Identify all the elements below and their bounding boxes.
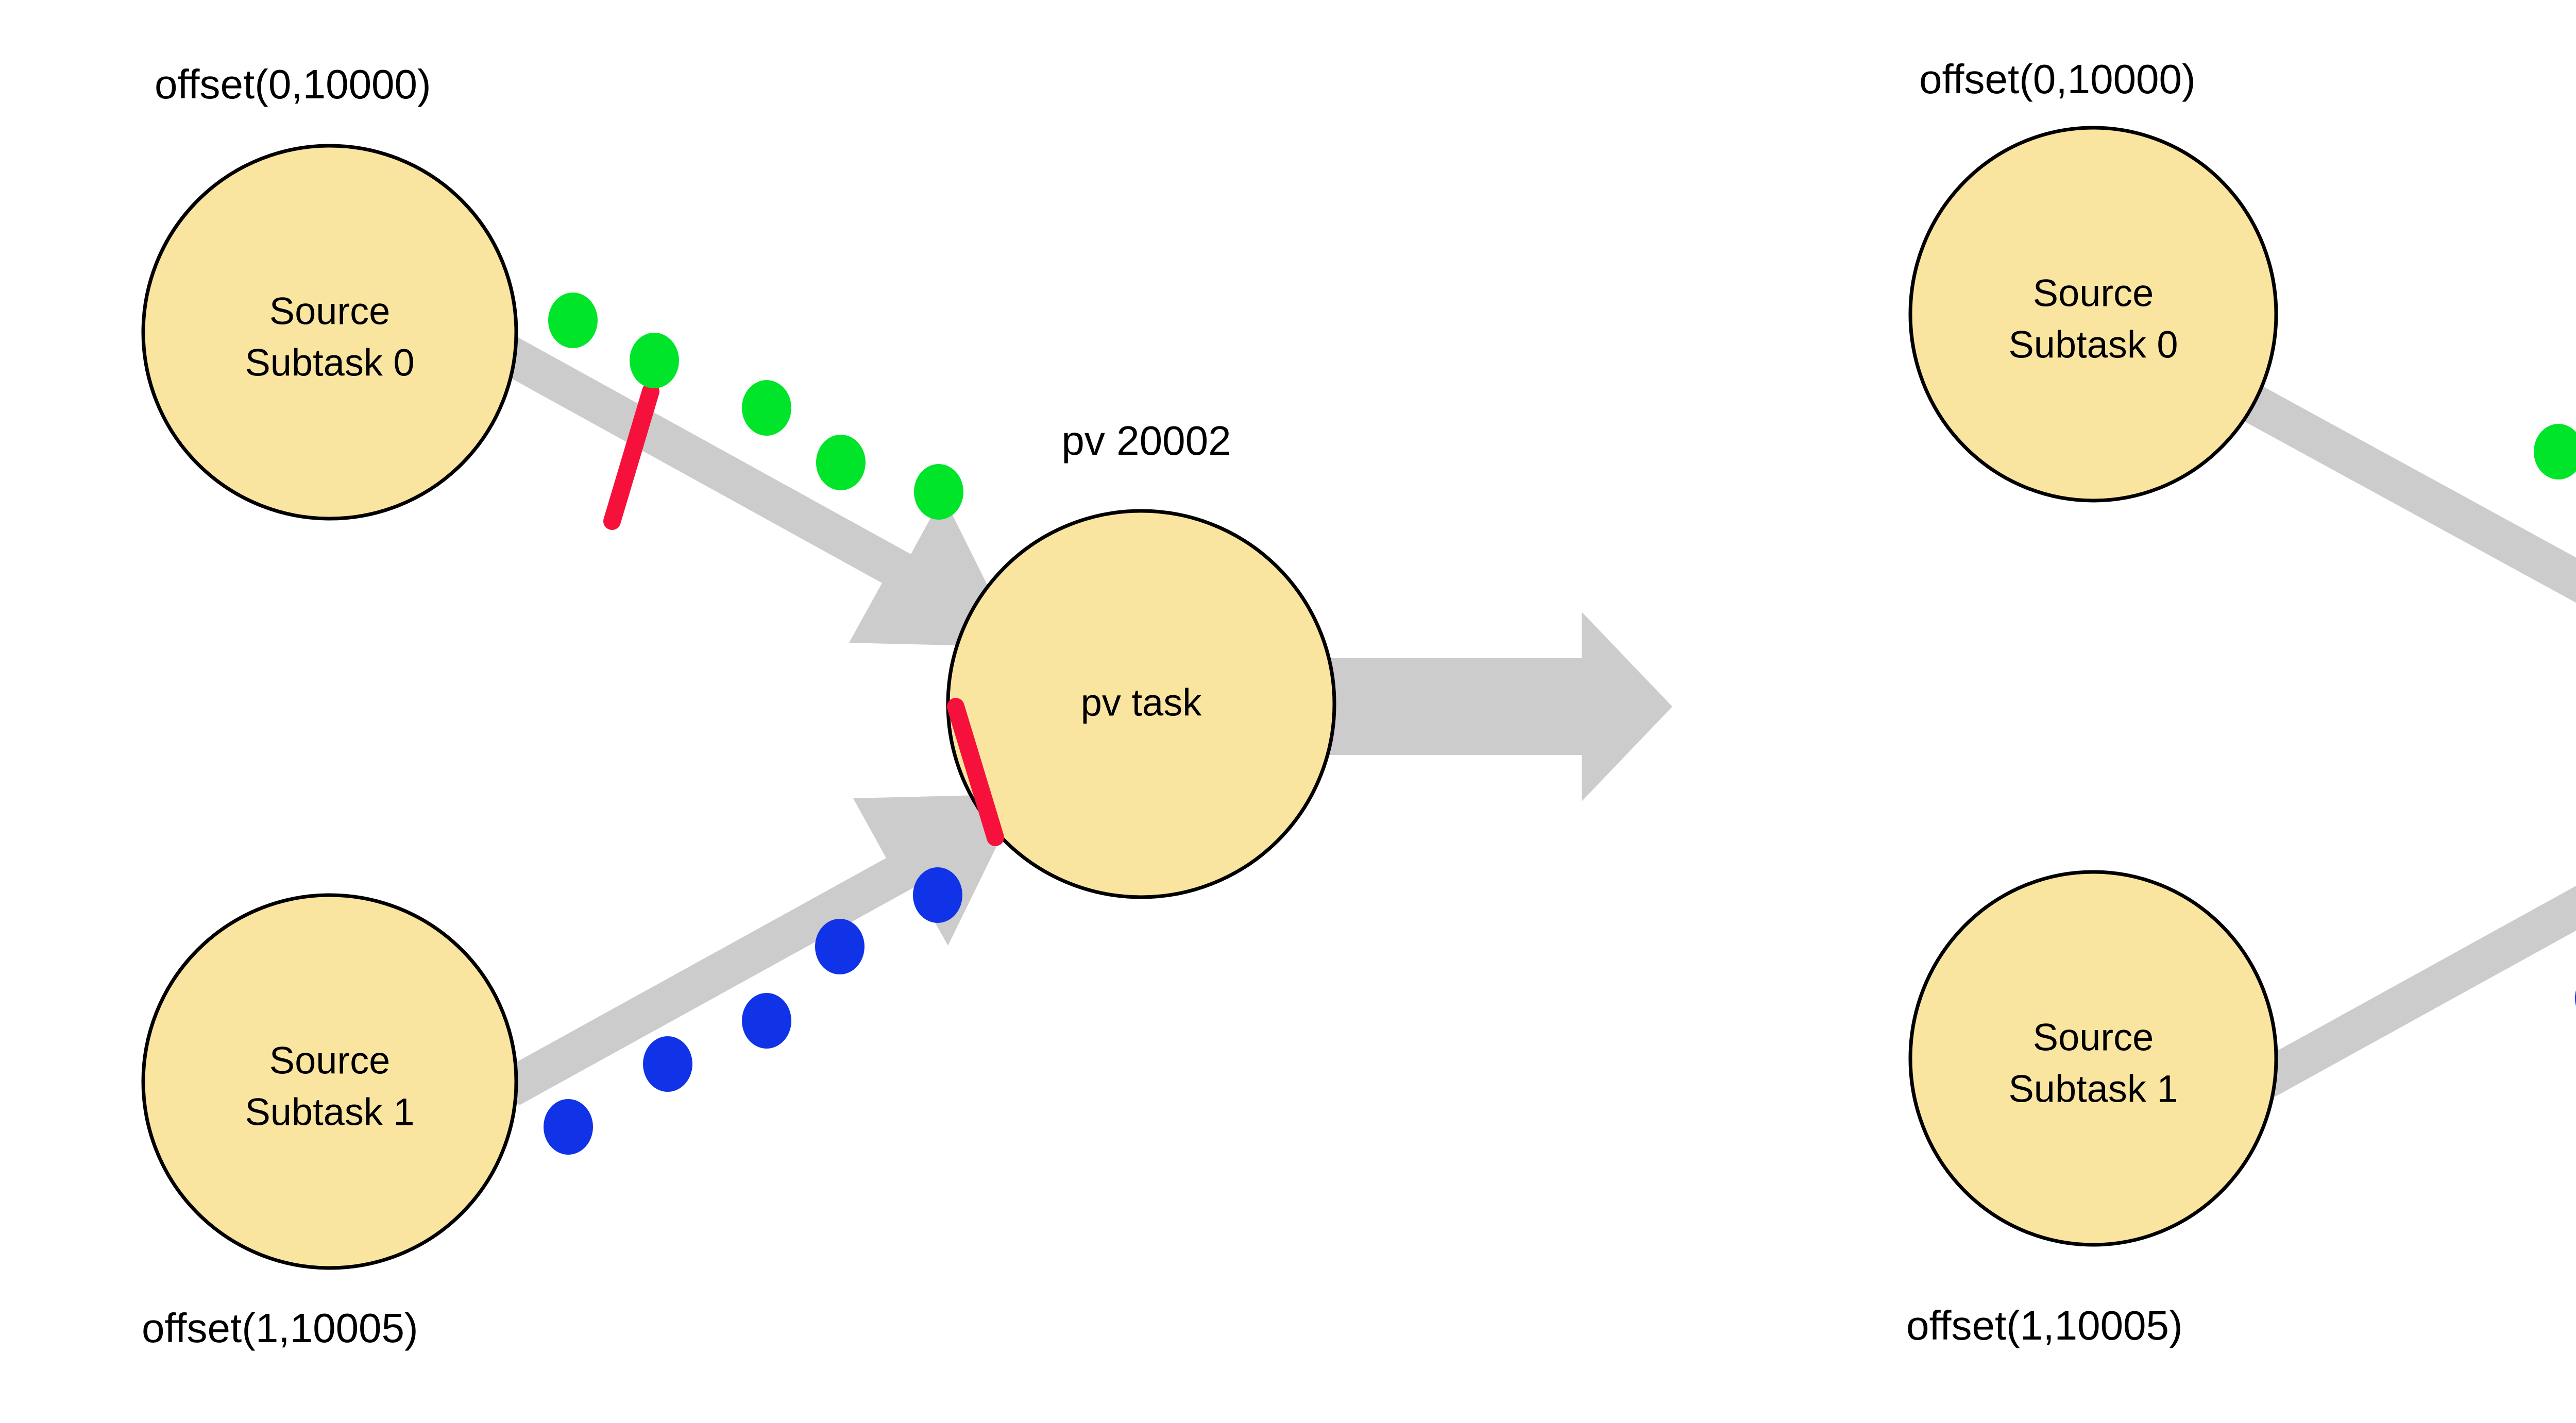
record-green (816, 435, 866, 490)
source-0-input-arrow-left (486, 336, 1018, 647)
record-green (630, 333, 679, 388)
source-subtask-1-node-right[interactable]: Source Subtask 1 (1908, 870, 2278, 1247)
record-blue (913, 867, 962, 923)
source-subtask-0-node-right[interactable]: Source Subtask 0 (1908, 126, 2278, 503)
record-green (2534, 424, 2576, 479)
record-green (914, 464, 963, 520)
offset-label-source-0-left: offset(0,10000) (155, 61, 431, 107)
source-subtask-1-node-left[interactable]: Source Subtask 1 (141, 893, 518, 1270)
source-subtask-1-circle (1908, 870, 2278, 1247)
record-green (742, 380, 791, 436)
watermark-barrier-input-0-left (603, 383, 659, 530)
source-0-input-arrow-right (2233, 386, 2576, 603)
source-1-input-arrow-left (490, 794, 1022, 1105)
watermark-barrier-input-1-left (947, 698, 1004, 846)
source-subtask-0-label-line1: Source (2033, 272, 2154, 315)
source-subtask-0-label-line2: Subtask 0 (2008, 323, 2178, 366)
source-subtask-0-label-line1: Source (269, 290, 390, 333)
source-subtask-0-circle (141, 144, 518, 521)
source-1-input-arrow-right (2240, 886, 2576, 1100)
panel-right: Source Subtask 0 Source Subtask 1 pv tas… (1906, 56, 2576, 1348)
source-subtask-1-label-line2: Subtask 1 (2008, 1068, 2178, 1110)
source-subtask-0-label-line2: Subtask 0 (245, 341, 414, 384)
offset-label-source-1-left: offset(1,10005) (142, 1305, 418, 1351)
record-green (548, 293, 598, 348)
source-subtask-1-label-line2: Subtask 1 (245, 1091, 414, 1134)
record-blue (544, 1099, 593, 1155)
source-subtask-0-node-left[interactable]: Source Subtask 0 (141, 144, 518, 521)
offset-label-source-0-right: offset(0,10000) (1919, 56, 2196, 102)
pv-count-label-left: pv 20002 (1061, 418, 1231, 464)
pv-task-label: pv task (1081, 681, 1202, 724)
record-blue (815, 919, 865, 974)
panel-left: Source Subtask 0 Source Subtask 1 pv tas… (141, 61, 1672, 1351)
pv-output-arrow-left (1275, 612, 1672, 801)
record-blue (643, 1036, 692, 1092)
pv-task-node-left[interactable]: pv task (946, 509, 1336, 899)
source-subtask-0-circle (1908, 126, 2278, 503)
source-subtask-1-circle (141, 893, 518, 1270)
source-subtask-1-label-line1: Source (269, 1039, 390, 1082)
record-blue (742, 993, 791, 1049)
source-subtask-1-label-line1: Source (2033, 1016, 2154, 1059)
offset-label-source-1-right: offset(1,10005) (1906, 1302, 2183, 1348)
